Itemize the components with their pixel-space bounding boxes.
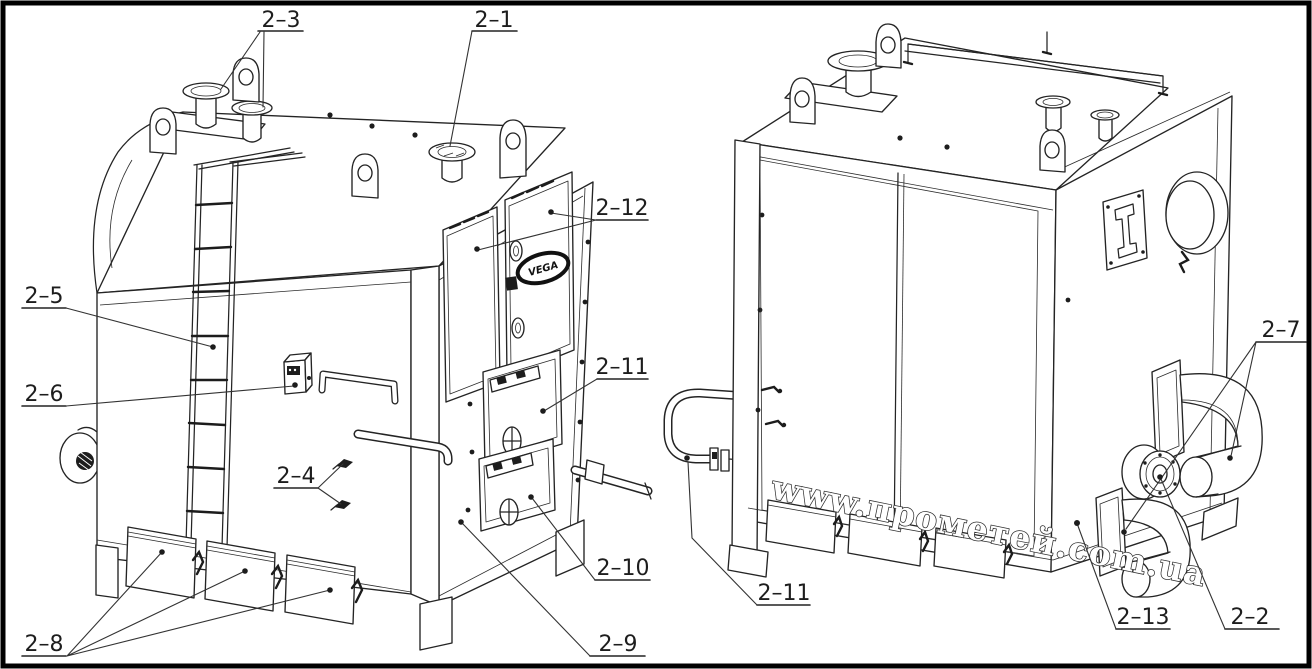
boiler-rear-right-view [663,23,1263,598]
safety-railing [902,31,1169,97]
frame-bolt [1074,520,1080,526]
ash-drawer [847,513,930,567]
callouts: 2–3 2–1 2–12 2–5 2–6 2–4 [21,8,1307,657]
ash-drawers [125,526,364,625]
top-fittings [784,23,1169,173]
callout-2-13: 2–13 [1077,525,1171,630]
blower-fan-lower [1095,487,1191,598]
lifting-lugs [789,23,1066,173]
outlet-pipe [570,459,653,500]
ash-drawer [765,499,844,554]
svg-text:2–7: 2–7 [1262,318,1301,343]
svg-text:2–13: 2–13 [1117,605,1170,630]
door-lower [478,438,556,532]
ash-drawer [284,554,364,625]
access-panel [1102,189,1148,271]
door-middle [482,349,563,468]
side-fan [59,426,101,484]
callout-2-9: 2–9 [458,519,646,657]
main-flange [827,50,889,98]
wing-bolts [330,459,353,511]
pipe-brackets [760,385,787,428]
grab-handle [318,370,399,405]
bolt-dots [465,239,591,513]
chimney-stub-rear [182,82,230,129]
callout-2-12: 2–12 [474,196,649,252]
callout-2-11-rear: 2–11 [684,455,811,606]
svg-text:2–11: 2–11 [758,581,811,606]
callout-2-4: 2–4 [273,463,344,505]
boiler-front-left-view: VEGA [59,57,653,651]
svg-text:2–4: 2–4 [277,464,316,489]
callout-2-7: 2–7 [1121,318,1307,535]
svg-text:2–5: 2–5 [25,284,64,309]
blower-fan-upper [1151,359,1263,498]
ash-drawer [933,527,1014,579]
callout-2-1: 2–1 [449,8,518,147]
front-pipe [353,429,453,466]
brand-badge: VEGA [515,250,571,286]
callout-2-6: 2–6 [21,382,298,407]
chimney-stub-front [231,100,273,143]
callout-2-2: 2–2 [1157,474,1280,630]
door-wheel-lower [499,498,519,526]
callout-2-3: 2–3 [220,8,304,108]
ash-drawer [204,540,284,612]
door-upper-right: VEGA [504,171,575,378]
control-box [283,352,313,395]
callout-2-10: 2–10 [528,494,651,581]
svg-text:2–1: 2–1 [475,8,514,33]
small-flange-right [1090,109,1120,142]
lifting-lugs [149,57,527,199]
svg-text:2–8: 2–8 [25,632,64,657]
rear-panels [759,159,1039,557]
safety-valve-flange [428,142,476,183]
ash-drawer [125,526,205,599]
svg-text:2–2: 2–2 [1231,605,1270,630]
circular-port [1121,444,1181,500]
svg-text:2–3: 2–3 [262,8,301,33]
door-handle-upper [509,240,523,262]
callout-2-11-front: 2–11 [540,355,649,414]
callout-2-5: 2–5 [21,284,216,350]
ladder [185,147,306,565]
door-wheel-middle [502,426,522,456]
callout-2-8: 2–8 [21,549,333,657]
svg-text:2–12: 2–12 [596,196,649,221]
flue-outlet-ring [1165,171,1229,274]
svg-text:2–11: 2–11 [596,355,649,380]
ash-drawers-rear [765,499,1014,579]
svg-text:2–9: 2–9 [599,632,638,657]
door-upper-left [442,206,501,403]
svg-text:2–6: 2–6 [25,382,64,407]
svg-text:2–10: 2–10 [597,556,650,581]
top-fittings [149,57,527,199]
door-handle-lower [511,317,525,339]
